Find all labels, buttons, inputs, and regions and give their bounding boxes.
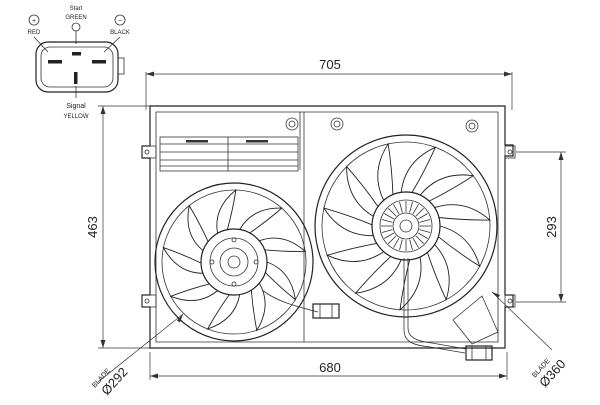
- mounting-screw-icon: [285, 117, 479, 133]
- motor-fin: [399, 201, 403, 213]
- motor-fin: [412, 204, 419, 215]
- motor-fin: [388, 208, 397, 217]
- fan-blade: [354, 256, 402, 294]
- fan-shroud-frame: [141, 105, 516, 349]
- height-right-value: 293: [544, 216, 559, 238]
- signal-label: Signal: [66, 103, 86, 110]
- fan-wiring: [261, 258, 499, 361]
- plus-terminal-icon: +: [28, 14, 40, 26]
- motor-fin: [412, 237, 419, 248]
- louver-panel: [159, 136, 299, 172]
- fan-blade: [206, 294, 241, 330]
- minus-symbol: −: [118, 18, 122, 25]
- fan-blade: [322, 207, 374, 237]
- black-wire-label: BLACK: [110, 30, 130, 36]
- connector-plug-icon: [35, 41, 125, 93]
- blade-left-diameter: Ø292: [98, 364, 130, 398]
- left-fan-blades: [162, 188, 307, 332]
- left-fan-connector-icon: [312, 303, 340, 319]
- fan-blade: [399, 256, 422, 311]
- height-left-value: 463: [85, 216, 100, 238]
- width-bottom-value: 680: [319, 360, 341, 375]
- width-top-value: 705: [319, 57, 341, 72]
- minus-terminal-icon: −: [114, 14, 126, 26]
- fan-blade: [377, 142, 394, 201]
- dimension-height-293: 293: [516, 151, 566, 303]
- motor-fin: [409, 201, 413, 213]
- fan-blade: [346, 165, 379, 217]
- fan-blade: [434, 204, 491, 221]
- dimension-width-705: 705: [145, 57, 513, 110]
- fan-blade: [400, 146, 437, 193]
- motor-fin: [393, 237, 400, 248]
- mounting-bracket: [141, 145, 516, 308]
- left-fan-motor: [200, 228, 268, 296]
- blade-diameter-left-callout: BLADE Ø292: [91, 313, 184, 398]
- red-wire-label: RED: [28, 30, 41, 36]
- right-fan: [314, 134, 498, 318]
- fan-blade: [216, 188, 237, 234]
- left-fan: [154, 182, 314, 342]
- motor-fin: [381, 229, 393, 233]
- motor-fin: [384, 232, 395, 239]
- motor-fin: [415, 235, 424, 244]
- green-wire-label: GREEN: [65, 15, 86, 21]
- motor-fin: [384, 213, 395, 220]
- fan-blade: [426, 244, 450, 301]
- fan-blade: [326, 242, 384, 262]
- dimension-height-463: 463: [85, 105, 150, 349]
- right-fan-connector-icon: [465, 345, 493, 361]
- start-terminal-icon: [71, 22, 81, 32]
- motor-fin: [409, 239, 413, 251]
- connector-pinout: + RED Start GREEN − BLACK Signal YELLOW: [28, 6, 130, 120]
- motor-fin: [419, 219, 431, 223]
- right-fan-blades: [322, 142, 491, 311]
- motor-fin: [388, 235, 397, 244]
- fan-blade: [264, 261, 297, 301]
- fan-blade: [250, 282, 266, 332]
- motor-fin: [381, 219, 393, 223]
- motor-fin: [393, 204, 400, 215]
- dimension-width-680: 680: [149, 352, 508, 380]
- right-fan-motor: [371, 191, 441, 261]
- motor-fin: [415, 208, 424, 217]
- fan-blade: [187, 204, 209, 252]
- motor-fin: [417, 232, 428, 239]
- motor-fin: [419, 229, 431, 233]
- motor-fin: [417, 213, 428, 220]
- fan-blade: [162, 246, 204, 274]
- start-label: Start: [70, 6, 83, 12]
- fan-blade: [419, 174, 475, 202]
- fan-blade: [259, 237, 307, 252]
- plus-symbol: +: [32, 18, 36, 25]
- motor-fin: [399, 239, 403, 251]
- blade-right-diameter: Ø360: [536, 356, 568, 390]
- yellow-wire-label: YELLOW: [63, 114, 88, 120]
- motor-cooling-fins: [381, 201, 431, 251]
- fan-blade: [438, 225, 481, 268]
- fan-blade: [169, 283, 218, 301]
- fan-blade: [239, 207, 283, 234]
